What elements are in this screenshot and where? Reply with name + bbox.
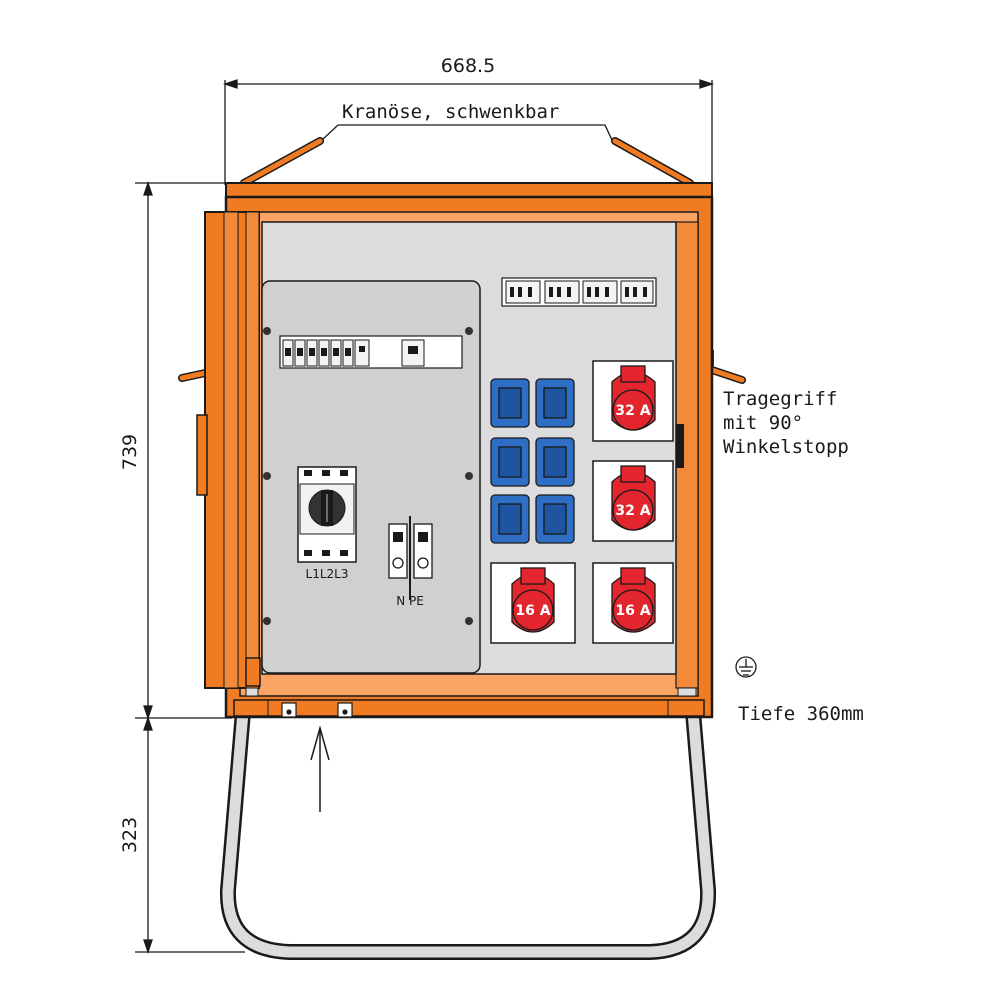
dimension-height — [135, 180, 245, 955]
cee-socket-4: 16 A — [592, 562, 674, 644]
depth-note: Tiefe 360mm — [738, 703, 864, 725]
terminal-label: N PE — [396, 594, 424, 608]
stand-frame — [219, 692, 717, 960]
schuko-socket — [535, 494, 575, 544]
cee-rating-3: 16 A — [515, 603, 550, 619]
breaker-rail-top — [501, 277, 657, 307]
bottom-fittings — [281, 702, 353, 718]
dimension-width — [222, 79, 715, 185]
schuko-socket — [490, 494, 530, 544]
handle-note-line1: Tragegriff — [723, 388, 837, 410]
up-arrow — [310, 725, 330, 812]
crane-eye-left — [240, 137, 324, 187]
schuko-socket — [490, 378, 530, 428]
panel-screws — [263, 327, 473, 625]
schuko-socket — [490, 437, 530, 487]
cabinet-height-label: 739 — [119, 434, 141, 470]
width-dimension-label: 668.5 — [441, 55, 495, 77]
cee-rating-2: 32 A — [615, 503, 650, 519]
ground-symbol-icon — [735, 656, 757, 678]
cee-socket-1: 32 A — [592, 360, 674, 442]
schuko-socket — [535, 437, 575, 487]
schuko-socket — [535, 378, 575, 428]
cee-socket-3: 16 A — [490, 562, 576, 644]
crane-eye-right — [611, 137, 694, 187]
handle-note-line2: mit 90° — [723, 412, 803, 434]
crane-eye-label: Kranöse, schwenkbar — [342, 101, 559, 123]
main-switch — [297, 466, 357, 563]
schuko-sockets — [490, 378, 575, 544]
breaker-rail-inner — [279, 335, 463, 369]
cee-rating-4: 16 A — [615, 603, 650, 619]
terminal-blocks — [388, 516, 433, 600]
cee-socket-2: 32 A — [592, 460, 674, 542]
crane-eye-leader — [338, 124, 613, 141]
handle-note-line3: Winkelstopp — [723, 436, 849, 458]
stand-height-label: 323 — [119, 817, 141, 853]
main-switch-label: L1L2L3 — [306, 567, 349, 581]
cee-rating-1: 32 A — [615, 403, 650, 419]
